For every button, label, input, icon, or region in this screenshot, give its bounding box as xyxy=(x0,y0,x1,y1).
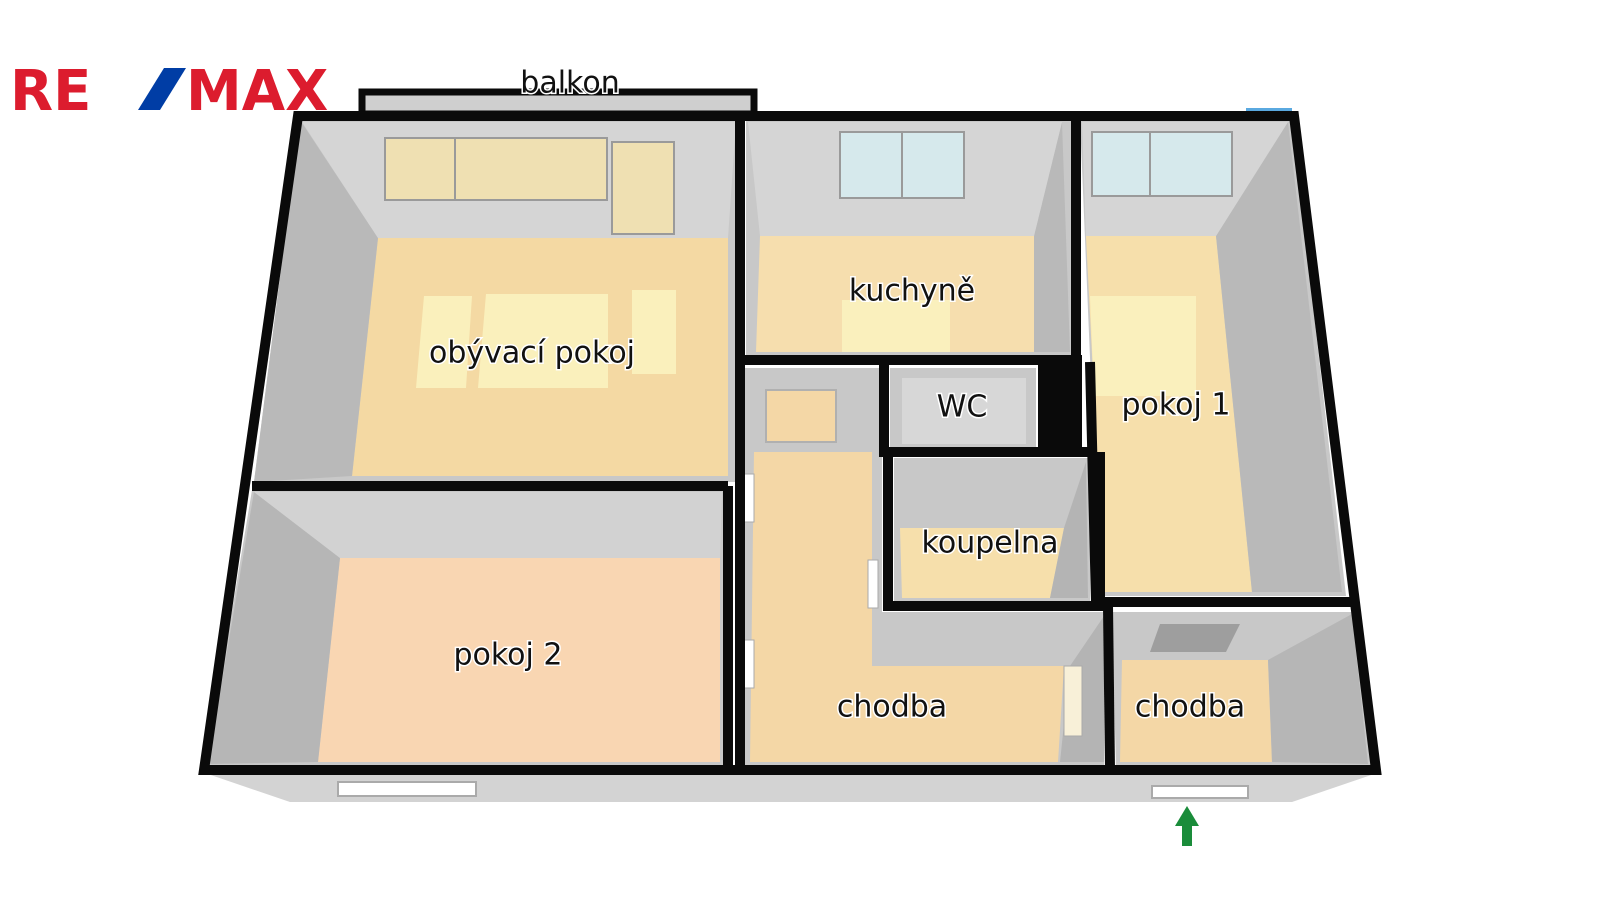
bathroom xyxy=(894,458,1090,602)
bottom-window xyxy=(337,781,477,797)
entry-hallway xyxy=(1112,612,1372,768)
hallway-floor xyxy=(750,452,1064,762)
shaft xyxy=(1038,360,1082,454)
logo-text-re: RE xyxy=(10,59,91,124)
entry-hallway-floor xyxy=(1120,660,1272,762)
hallway-niche xyxy=(765,389,837,443)
living-room-left-wall xyxy=(254,120,378,482)
label-balcony: balkon xyxy=(520,66,619,101)
outer-wall-face xyxy=(202,772,1380,802)
entry-door xyxy=(1151,785,1249,799)
room-1 xyxy=(1080,120,1346,596)
label-hallway-main: chodba xyxy=(837,690,947,725)
room-2-floor xyxy=(318,558,720,762)
logo-slash-icon xyxy=(138,68,186,110)
living-room-window xyxy=(384,137,608,201)
remax-logo: RE MAX xyxy=(10,59,328,124)
label-room-2: pokoj 2 xyxy=(453,638,562,673)
entrance-arrow-icon xyxy=(1175,806,1199,846)
main-hallway xyxy=(736,368,1104,768)
label-living-room: obývací pokoj xyxy=(429,336,635,371)
label-bathroom: koupelna xyxy=(922,526,1059,561)
walls xyxy=(198,111,1382,775)
entry-mat xyxy=(1150,624,1240,652)
label-wc: WC xyxy=(937,390,988,425)
room-1-window xyxy=(1091,131,1233,197)
balcony-door xyxy=(611,141,675,235)
living-room xyxy=(254,120,738,482)
label-room-1: pokoj 1 xyxy=(1121,388,1230,423)
wc-room xyxy=(890,360,1082,454)
kitchen xyxy=(746,120,1072,356)
room-2 xyxy=(206,490,724,768)
kitchen-floor xyxy=(756,236,1034,352)
label-kitchen: kuchyně xyxy=(849,274,975,309)
bathroom-floor xyxy=(900,528,1064,598)
label-hallway-entry: chodba xyxy=(1135,690,1245,725)
